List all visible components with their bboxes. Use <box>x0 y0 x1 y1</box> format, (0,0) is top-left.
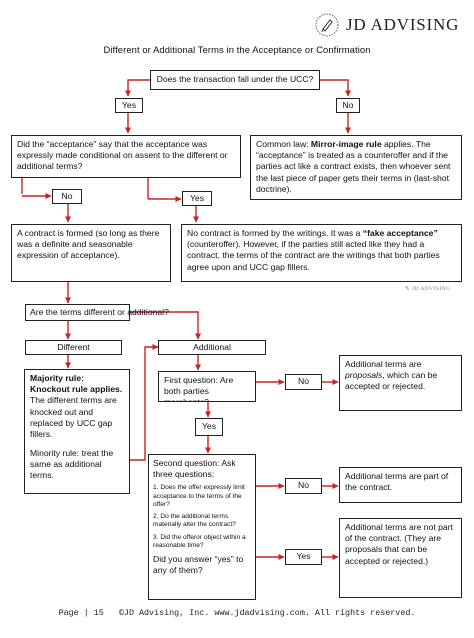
answer-no-three-questions: No <box>285 478 322 494</box>
proposals-prefix: Additional terms are <box>345 359 422 369</box>
second-question-box: Second question: Ask three questions: 1.… <box>148 454 256 600</box>
page-footer: Page | 15 ©JD Advising, Inc. www.jdadvis… <box>58 608 416 618</box>
page-title: Different or Additional Terms in the Acc… <box>103 44 371 55</box>
majority-rule-text: The different terms are knocked out and … <box>30 395 117 439</box>
no-contract-box: No contract is formed by the writings. I… <box>181 224 462 282</box>
watermark-glyph: ✎ <box>405 286 412 292</box>
first-question-box: First question: Are both parties merchan… <box>158 371 256 402</box>
answer-yes-three-questions: Yes <box>285 549 322 565</box>
answer-no-ucc: No <box>336 98 360 113</box>
not-part-of-contract-box: Additional terms are not part of the con… <box>339 518 462 598</box>
jd-advising-seal-icon <box>315 13 339 37</box>
question-terms-type: Are the terms different or additional? <box>25 304 169 321</box>
common-law-text: applies. The “acceptance” is treated as … <box>256 139 451 194</box>
contract-formed-box: A contract is formed (so long as there w… <box>11 224 171 282</box>
watermark-logo: ✎ JD ADVISING <box>405 286 450 292</box>
answer-yes-conditional: Yes <box>182 191 212 206</box>
part-of-contract-box: Additional terms are part of the contrac… <box>339 467 462 503</box>
second-question-item-3: 3. Did the offeror object within a reaso… <box>153 533 246 549</box>
question-conditional-acceptance: Did the “acceptance” say that the accept… <box>11 135 241 178</box>
mirror-image-rule: Mirror-image rule <box>310 139 382 149</box>
majority-rule-box: Majority rule: Knockout rule applies. Th… <box>24 369 130 494</box>
common-law-box: Common law: Mirror-image rule applies. T… <box>250 135 462 200</box>
common-law-prefix: Common law: <box>256 139 311 149</box>
proposals-box: Additional terms are proposals, which ca… <box>339 355 462 411</box>
proposals-suffix: , which can be accepted or rejected. <box>345 370 438 392</box>
proposals-word: proposals <box>345 370 383 381</box>
option-additional: Additional <box>158 340 266 355</box>
no-contract-text: (counteroffer). However, if the parties … <box>187 239 440 272</box>
fake-acceptance: “fake acceptance” <box>362 228 438 238</box>
brand-name: JD ADVISING <box>346 15 460 34</box>
no-contract-prefix: No contract is formed by the writings. I… <box>187 228 363 238</box>
answer-no-merchants: No <box>285 374 322 390</box>
answer-no-conditional: No <box>52 189 82 204</box>
answer-yes-ucc: Yes <box>115 98 143 113</box>
header-logo: JD ADVISING <box>314 10 464 40</box>
second-question-ask: Did you answer “yes” to any of them? <box>153 553 244 576</box>
option-different: Different <box>25 340 122 355</box>
majority-rule-heading: Majority rule: Knockout rule applies. <box>30 373 123 395</box>
answer-yes-merchants: Yes <box>195 418 223 436</box>
question-ucc: Does the transaction fall under the UCC? <box>150 70 320 90</box>
watermark-text: JD ADVISING <box>411 286 451 292</box>
second-question-item-1: 1. Does the offer expressly limit accept… <box>153 484 245 508</box>
minority-rule-text: Minority rule: treat the same as additio… <box>30 448 114 481</box>
second-question-item-2: 2. Do the additional terms materially al… <box>153 513 236 529</box>
second-question-intro: Second question: Ask three questions: <box>153 458 236 480</box>
